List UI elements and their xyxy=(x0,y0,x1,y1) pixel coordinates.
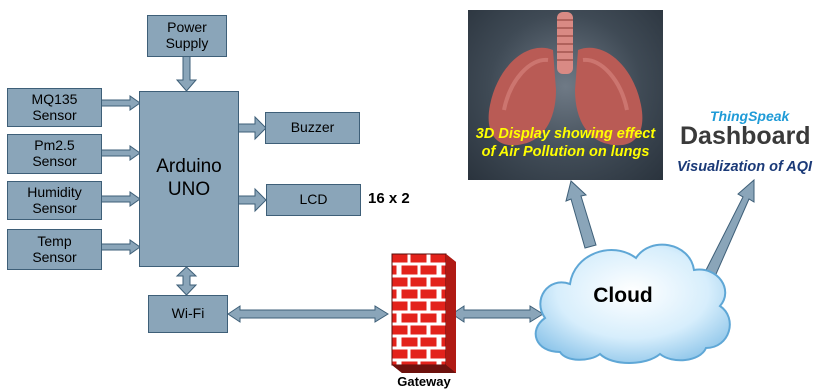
sensor-arrows xyxy=(100,95,141,255)
wifi-label: Wi-Fi xyxy=(171,305,205,322)
sensor-label: Humidity Sensor xyxy=(27,183,82,216)
arduino-block: Arduino UNO xyxy=(139,91,239,267)
sensor-label: Temp Sensor xyxy=(32,232,77,265)
sensor-block-temp: Temp Sensor xyxy=(7,229,102,270)
arrow-pm25-to-arduino xyxy=(100,145,141,161)
arrow-wifi-gateway xyxy=(227,305,389,323)
sensor-label: MQ135 Sensor xyxy=(31,90,78,123)
sensor-label: Pm2.5 Sensor xyxy=(32,137,77,169)
arduino-label: Arduino UNO xyxy=(156,156,222,200)
buzzer-block: Buzzer xyxy=(265,112,360,144)
lcd-block: LCD xyxy=(266,184,361,216)
arrow-arduino-wifi xyxy=(175,266,198,296)
gateway-label: Gateway xyxy=(397,374,451,389)
arrow-arduino-to-buzzer xyxy=(237,115,267,141)
lungs-caption: 3D Display showing effect of Air Polluti… xyxy=(475,126,656,160)
arrow-humidity-to-arduino xyxy=(100,191,141,207)
firewall-icon xyxy=(391,253,456,373)
thingspeak-brand: ThingSpeak xyxy=(710,108,790,124)
arrow-cloud-to-display xyxy=(565,180,597,249)
arrow-arduino-to-lcd xyxy=(237,187,267,213)
sensor-block-pm25: Pm2.5 Sensor xyxy=(7,134,102,174)
cloud-icon xyxy=(534,243,731,364)
aqi-subtitle: Visualization of AQI xyxy=(677,159,813,175)
lungs-display-image: 3D Display showing effect of Air Polluti… xyxy=(468,10,663,180)
wifi-block: Wi-Fi xyxy=(148,295,228,333)
power-supply-label: Power Supply xyxy=(165,19,209,51)
arrow-power-to-arduino xyxy=(175,55,198,92)
power-supply-block: Power Supply xyxy=(147,15,227,57)
buzzer-label: Buzzer xyxy=(290,119,335,136)
arrow-gateway-cloud xyxy=(451,305,544,323)
dashboard-title: Dashboard xyxy=(680,122,811,150)
lcd-label: LCD xyxy=(299,191,328,208)
arrow-temp-to-arduino xyxy=(100,239,141,255)
arrow-cloud-to-dashboard xyxy=(702,178,755,282)
cloud-label: Cloud xyxy=(593,284,653,307)
sensor-block-humidity: Humidity Sensor xyxy=(7,181,102,220)
lcd-size-label: 16 x 2 xyxy=(368,190,410,207)
arrow-mq135-to-arduino xyxy=(100,95,141,111)
sensor-block-mq135: MQ135 Sensor xyxy=(7,88,102,127)
lungs-icon xyxy=(488,12,643,146)
